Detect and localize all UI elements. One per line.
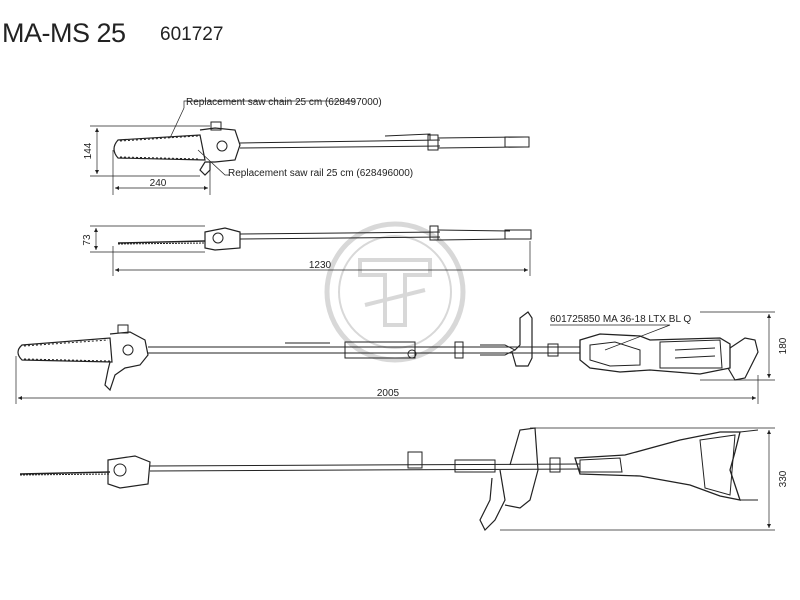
callout-battery-unit: 601725850 MA 36-18 LTX BL Q — [550, 314, 691, 325]
callout-saw-rail: Replacement saw rail 25 cm (628496000) — [228, 168, 413, 179]
view-full-top — [17, 311, 759, 392]
callout-saw-chain: Replacement saw chain 25 cm (628497000) — [186, 97, 382, 108]
watermark-logo-icon — [324, 221, 466, 363]
dimension-lines-view4 — [500, 427, 775, 531]
part-number: 601727 — [160, 24, 224, 45]
view-cutting-head — [113, 121, 530, 176]
dim-height-slim: 73 — [82, 234, 93, 246]
view-full-side — [19, 427, 759, 532]
dim-height-power: 180 — [778, 337, 789, 354]
dim-width-head: 240 — [150, 178, 167, 189]
dim-height-head: 144 — [83, 142, 94, 159]
dimension-lines-view1 — [90, 100, 355, 195]
view-head-side — [117, 225, 532, 251]
dim-height-total: 330 — [778, 470, 789, 487]
dimension-lines-view2 — [90, 225, 531, 276]
model-title: MA-MS 25 — [2, 18, 126, 48]
dim-length-head: 1230 — [309, 260, 332, 271]
dim-length-total: 2005 — [377, 388, 400, 399]
dimension-lines-view3 — [15, 311, 775, 404]
